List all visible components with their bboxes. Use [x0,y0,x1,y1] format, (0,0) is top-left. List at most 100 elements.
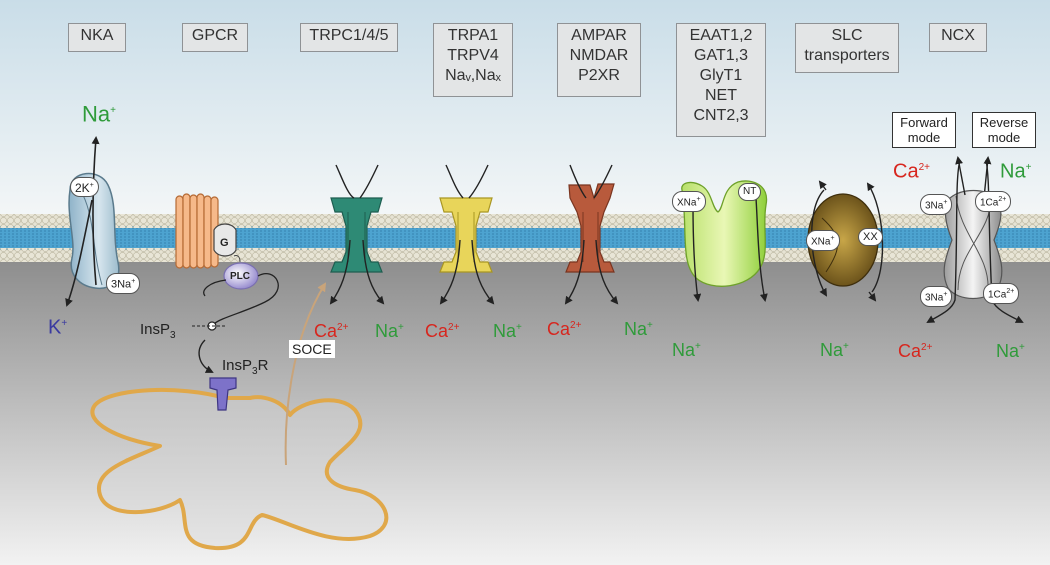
eaat-xna-text: XNa [677,197,697,209]
eaat-na: Na+ [672,337,701,360]
ncx-na-out: Na+ [1000,158,1031,182]
ncx-3na-bottom-text: 3Na [925,292,944,304]
header-eaat-line-3: GlyT1 [699,67,743,84]
ncx-ca-in-text: Ca [898,341,922,361]
header-trpa-line-3: Naᵥ,Naₓ [445,67,501,84]
ncx-1ca-bottom-tag: 1Ca2+ [983,283,1020,305]
trpa-ca-charge: 2+ [448,322,460,333]
insp3r-sub: 3 [252,366,258,377]
ncx-ca-in: Ca2+ [898,338,932,361]
header-eaat: EAAT1,2 GAT1,3 GlyT1 NET CNT2,3 [676,23,766,137]
ncx-ca-out-text: Ca [893,160,919,183]
ncx-3na-top-text: 3Na [925,200,944,212]
slc-xx-tag: XX [858,228,883,246]
ncx-na-in: Na+ [996,338,1025,361]
insp3r-suffix: R [257,357,269,374]
nka-2k-charge: + [89,182,94,189]
header-trpc-line-1: TRPC1/4/5 [309,27,389,44]
eaat-xna-tag: XNa+ [672,191,706,213]
nka-2k-text: 2K [75,181,90,195]
ncx-ca-out-charge: 2+ [918,162,930,173]
nka-na-out-charge: + [110,105,116,116]
ampar-ca-charge: 2+ [570,320,582,331]
nka-2k-tag: 2K+ [70,177,99,197]
ncx-3na-top-charge: + [943,199,948,206]
slc-na-charge: + [843,341,849,352]
eaat-xna-charge: + [696,196,701,203]
slc-xna-tag: XNa+ [806,230,840,252]
slc-xna-text: XNa [811,236,831,248]
ampar-na-charge: + [647,320,653,331]
ncx-reverse-mode: Reverse mode [972,112,1036,148]
ncx-ca-in-charge: 2+ [921,342,933,353]
slc-na-text: Na [820,340,844,360]
trpa-na-charge: + [516,322,522,333]
trpc-channel [329,164,385,305]
g-protein-text: G [220,237,229,249]
ncx-ca-out: Ca2+ [893,158,930,182]
insp3-sub: 3 [170,330,176,341]
eaat-na-text: Na [672,340,696,360]
g-protein-label: G [220,233,229,253]
insp3-label: InsP3 [140,320,176,346]
nka-3na-tag: 3Na+ [106,273,141,294]
forward-mode-line-1: Forward [900,115,948,130]
slc-na: Na+ [820,337,849,360]
header-ampar-line-3: P2XR [578,67,620,84]
ncx-na-out-charge: + [1025,162,1032,173]
trpc-na-charge: + [398,322,404,333]
slc-xx-text: XX [863,231,878,243]
nka-k-in-charge: + [61,318,68,329]
header-trpc: TRPC1/4/5 [300,23,398,52]
gpcr-receptor [175,193,279,411]
ncx-1ca-bottom-charge: 2+ [1006,288,1015,295]
ampar-ca-text: Ca [547,319,571,339]
reverse-mode-line-1: Reverse [979,115,1029,130]
trpa-ca: Ca2+ [425,318,459,341]
ncx-na-in-charge: + [1019,342,1025,353]
nka-na-out-text: Na [82,101,111,127]
header-nka-line-1: NKA [80,27,114,44]
ncx-3na-top-tag: 3Na+ [920,194,953,216]
ncx-forward-mode: Forward mode [892,112,956,148]
eaat-nt-tag: NT [738,183,762,201]
trpa-ca-text: Ca [425,321,449,341]
header-eaat-line-4: NET [705,87,737,104]
ncx-exchanger [926,156,1024,324]
header-eaat-line-2: GAT1,3 [694,47,748,64]
forward-mode-line-2: mode [907,130,941,145]
insp3-text: InsP [140,321,171,338]
insp3r-label: InsP3R [222,356,268,382]
trpc-ca-text: Ca [314,321,338,341]
nka-k-in: K+ [48,314,67,338]
ncx-3na-bottom-tag: 3Na+ [920,286,953,308]
soce-label: SOCE [289,340,335,358]
slc-xna-charge: + [830,235,835,242]
header-gpcr-line-1: GPCR [191,27,239,44]
header-trpa-line-1: TRPA1 [447,27,499,44]
trpc-ca: Ca2+ [314,318,348,341]
ncx-na-in-text: Na [996,341,1020,361]
ampar-na: Na+ [624,316,653,339]
soce-arrow [284,282,327,466]
cytoplasm [0,262,1050,565]
header-nka: NKA [68,23,126,52]
soce-text: SOCE [292,341,332,357]
header-gpcr: GPCR [182,23,248,52]
ampar-channel [564,164,619,305]
endoplasmic-reticulum [90,387,389,551]
reverse-mode-line-2: mode [987,130,1021,145]
header-ampar-line-2: NMDAR [569,47,629,64]
trpc-na-text: Na [375,321,399,341]
eaat-nt-text: NT [743,186,757,197]
plasma-membrane [0,214,1050,262]
header-slc: SLC transporters [795,23,899,73]
header-trpa: TRPA1 TRPV4 Naᵥ,Naₓ [433,23,513,97]
ncx-1ca-bottom-text: 1Ca [988,289,1007,301]
header-ampar: AMPAR NMDAR P2XR [557,23,641,97]
nka-na-out: Na+ [82,101,116,127]
header-ncx: NCX [929,23,987,52]
ncx-1ca-top-tag: 1Ca2+ [975,191,1012,213]
